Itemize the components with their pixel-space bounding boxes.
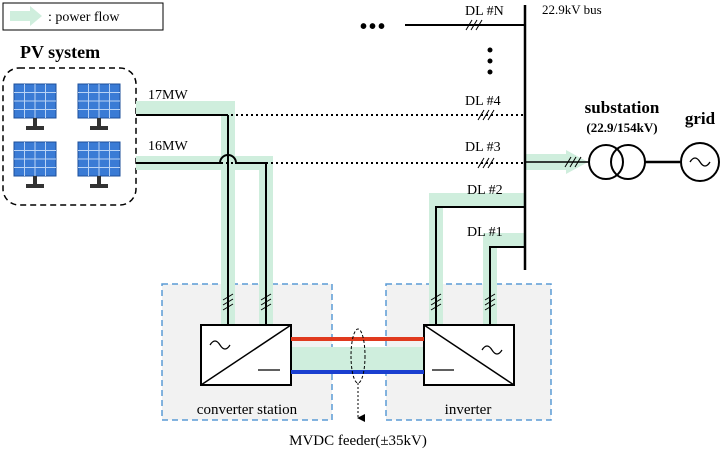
pv-output-lower: 16MW bbox=[148, 139, 188, 154]
power-flow-arrow-icon bbox=[10, 6, 42, 26]
pv-system-title: PV system bbox=[20, 42, 100, 62]
converter-station-label: converter station bbox=[197, 402, 298, 418]
vertical-ellipsis bbox=[487, 47, 493, 75]
bus-label: 22.9kV bus bbox=[542, 2, 602, 17]
pv-output-upper: 17MW bbox=[148, 88, 188, 103]
ac-symbol-icon bbox=[481, 345, 503, 355]
label-dl3: DL #3 bbox=[465, 140, 501, 155]
inverter-box bbox=[423, 324, 515, 386]
label-dln: DL #N bbox=[465, 4, 504, 19]
grid-source-icon bbox=[680, 142, 720, 182]
line-dl1 bbox=[489, 246, 525, 325]
substation-title: substation bbox=[585, 98, 660, 117]
line-hatch bbox=[477, 109, 495, 121]
solar-panel-icon bbox=[13, 83, 57, 131]
line-hatch bbox=[564, 156, 582, 168]
inverter-label: inverter bbox=[445, 402, 492, 418]
ac-symbol-icon bbox=[209, 340, 231, 350]
mvdc-feeder-label: MVDC feeder(±35kV) bbox=[289, 433, 427, 449]
legend-label: : power flow bbox=[48, 10, 120, 25]
label-dl2: DL #2 bbox=[467, 183, 503, 198]
line-dl2 bbox=[435, 206, 525, 325]
label-dl1: DL #1 bbox=[467, 225, 503, 240]
transformer-icon bbox=[588, 144, 646, 180]
line-hatch bbox=[222, 293, 272, 311]
line-hatch bbox=[477, 157, 495, 169]
pv-system-boundary bbox=[2, 67, 137, 206]
more-lines-indicator: ••• bbox=[360, 16, 387, 38]
pv-system: PV system bbox=[2, 42, 137, 206]
substation-rating: (22.9/154kV) bbox=[586, 120, 657, 135]
label-dl4: DL #4 bbox=[465, 94, 501, 109]
solar-panel-icon bbox=[77, 83, 121, 131]
converter-box bbox=[200, 324, 292, 386]
grid-label: grid bbox=[685, 109, 716, 128]
feeder-bundle-marker bbox=[350, 328, 366, 384]
line-hatch bbox=[430, 293, 496, 311]
solar-panel-icon bbox=[13, 141, 57, 189]
line-hatch bbox=[465, 19, 483, 31]
legend: : power flow bbox=[2, 2, 164, 31]
solar-panel-icon bbox=[77, 141, 121, 189]
